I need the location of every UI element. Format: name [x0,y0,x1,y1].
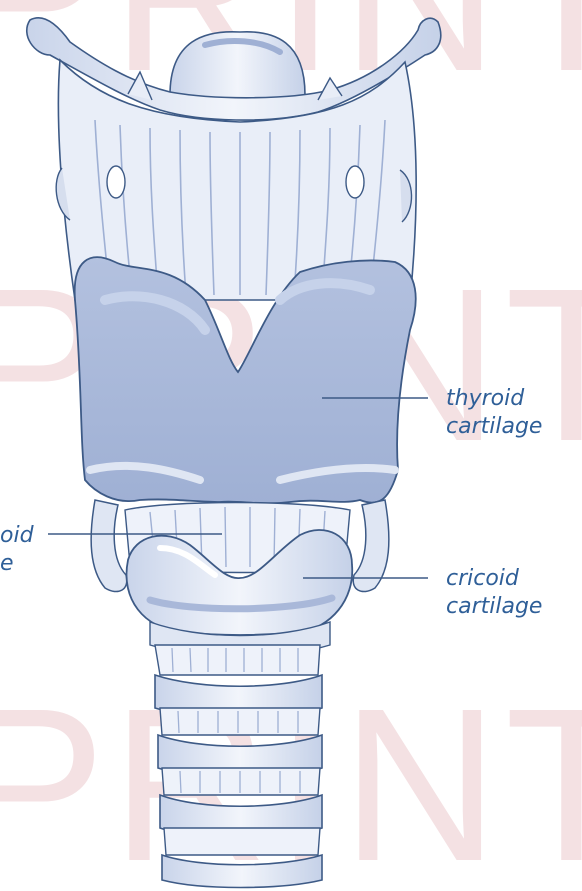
left-label-line1: oid [0,522,34,550]
left-label-line2: e [0,550,34,578]
cricoid-cartilage-label: cricoid cartilage [446,565,542,621]
cricoid-label-line1: cricoid [446,565,542,593]
thyroid-cartilage-label: thyroid cartilage [446,385,542,441]
cricoid-label-line2: cartilage [446,593,542,621]
thyroid-label-line1: thyroid [446,385,542,413]
thyroid-label-line2: cartilage [446,413,542,441]
cropped-left-label: oid e [0,522,34,578]
